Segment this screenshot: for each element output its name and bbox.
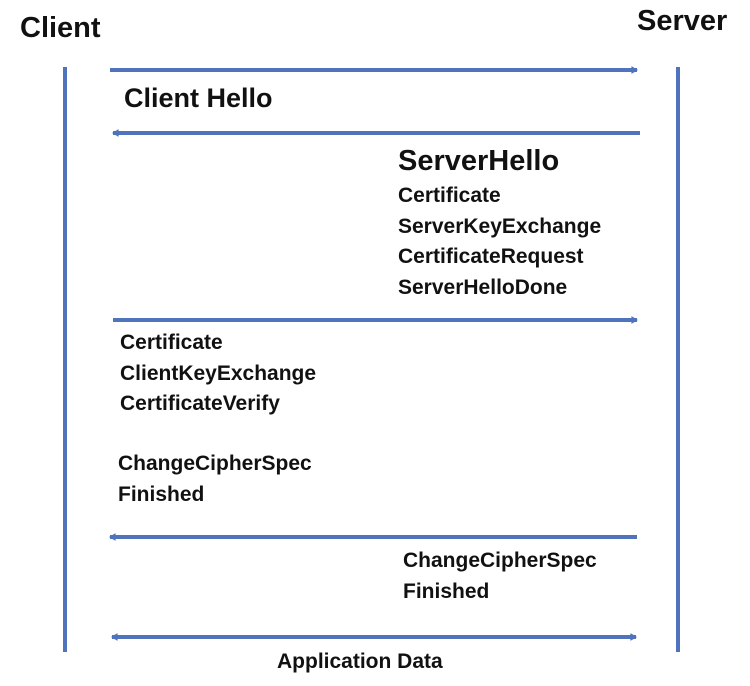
client-finish-item: ChangeCipherSpec — [118, 452, 312, 475]
server-finish-messages: ChangeCipherSpec Finished — [403, 546, 597, 607]
server-hello-item: Certificate — [398, 184, 501, 207]
server-finish-item: Finished — [403, 579, 490, 603]
client-finish-messages: ChangeCipherSpec Finished — [118, 449, 312, 510]
client-messages: Certificate ClientKeyExchange Certificat… — [120, 328, 316, 420]
client-hello-label: Client Hello — [124, 83, 273, 113]
server-label: Server — [637, 5, 728, 37]
client-message-item: CertificateVerify — [120, 392, 280, 415]
server-hello-item: ServerHelloDone — [398, 275, 568, 299]
client-finish-item: Finished — [118, 482, 205, 506]
server-hello-item: CertificateRequest — [398, 245, 584, 268]
application-data-label: Application Data — [277, 650, 443, 673]
server-hello-title: ServerHello — [398, 145, 560, 177]
client-message-item: Certificate — [120, 331, 223, 354]
server-hello-item: ServerKeyExchange — [398, 214, 602, 238]
server-finish-item: ChangeCipherSpec — [403, 549, 597, 572]
server-hello-messages: Certificate ServerKeyExchange Certificat… — [398, 181, 601, 303]
client-message-item: ClientKeyExchange — [120, 361, 317, 385]
client-label: Client — [20, 12, 101, 44]
